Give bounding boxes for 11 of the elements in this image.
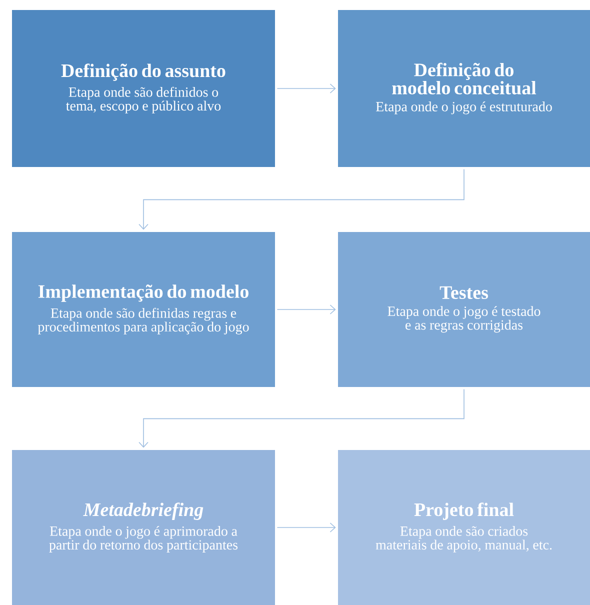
process-box: Testes Etapa onde o jogo é testado e as regras corrigidas [338,232,590,387]
process-box: Definição do modelo conceitual Etapa onde o jogo é estruturado [338,10,590,167]
arrow [276,522,336,532]
arrow [276,304,336,314]
process-box: Implementação do modelo Etapa onde são definidas regras e procedimentos para aplicação do jogo [12,232,275,387]
arrow [138,388,464,448]
process-box: Metadebriefing Etapa onde o jogo é aprimorado a partir do retorno dos participantes [12,450,275,605]
arrow [276,84,336,94]
arrow [138,168,464,230]
process-box: Projeto final Etapa onde são criados materiais de apoio, manual, etc. [338,450,590,605]
process-box: Definição do assunto Etapa onde são definidos o tema, escopo e público alvo [12,10,275,167]
